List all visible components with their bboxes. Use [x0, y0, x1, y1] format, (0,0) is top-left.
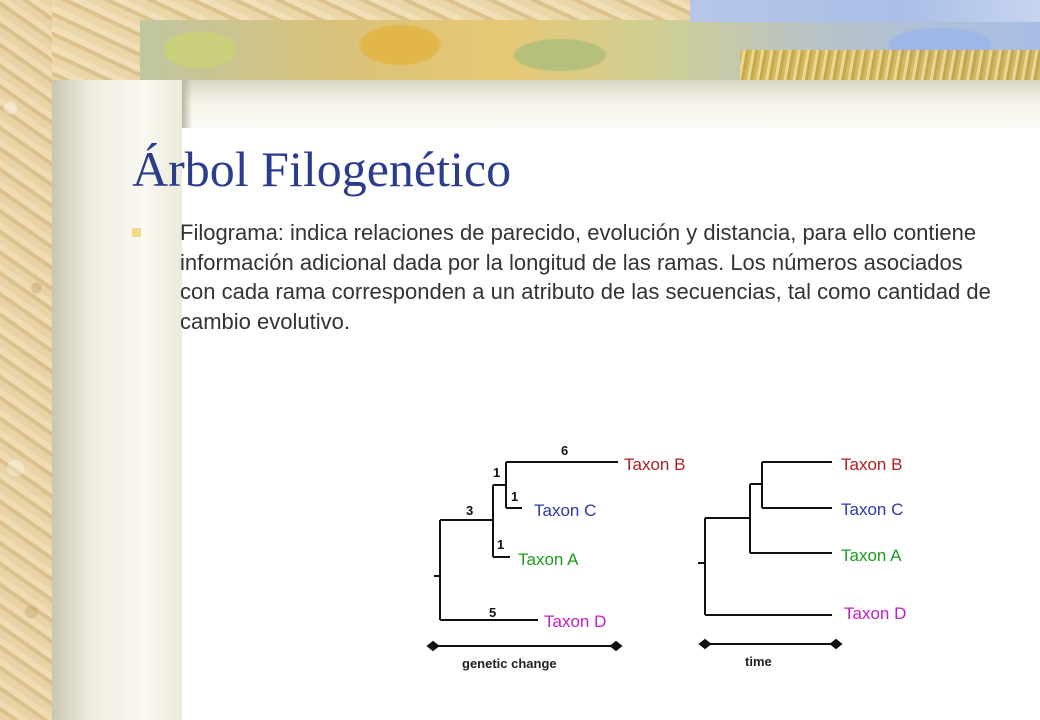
time-label: time: [745, 654, 772, 669]
phylogram-taxon-d: Taxon D: [544, 612, 606, 631]
phylogram-branches: [434, 461, 618, 621]
branch-number: 1: [497, 537, 504, 552]
cladogram-taxon-a: Taxon A: [841, 546, 902, 565]
phylogram-axis: [426, 640, 623, 652]
branch-number: 3: [466, 503, 473, 518]
cladogram-axis: [698, 638, 843, 650]
tree-diagrams: 6 1 1 3 1 5 Taxon B Taxon C Taxon A Taxo…: [426, 443, 906, 671]
cladogram-taxon-c: Taxon C: [841, 500, 903, 519]
branch-number: 1: [511, 489, 518, 504]
phylogram-taxon-c: Taxon C: [534, 501, 596, 520]
leaf-collage-gold: [740, 50, 1040, 80]
square-bullet-icon: [132, 228, 141, 237]
leaf-collage-sky: [690, 0, 1040, 22]
branch-number: 6: [561, 443, 568, 458]
bullet-text: Filograma: indica relaciones de parecido…: [180, 220, 991, 334]
panel-shadow: [182, 80, 192, 128]
cladogram-taxon-d: Taxon D: [844, 604, 906, 623]
parchment-left-strip: [0, 0, 52, 720]
phylogenetic-tree-figure: 6 1 1 3 1 5 Taxon B Taxon C Taxon A Taxo…: [400, 430, 960, 690]
phylogram-taxon-b: Taxon B: [624, 455, 685, 474]
phylogram-taxon-a: Taxon A: [518, 550, 579, 569]
branch-number: 1: [493, 465, 500, 480]
cream-vertical-panel: [52, 80, 182, 720]
branch-number: 5: [489, 605, 496, 620]
slide-title: Árbol Filogenético: [132, 141, 512, 197]
genetic-change-label: genetic change: [462, 656, 557, 671]
cladogram-branches: [698, 461, 832, 616]
cream-top-beam: [182, 80, 1040, 128]
cladogram-taxon-b: Taxon B: [841, 455, 902, 474]
